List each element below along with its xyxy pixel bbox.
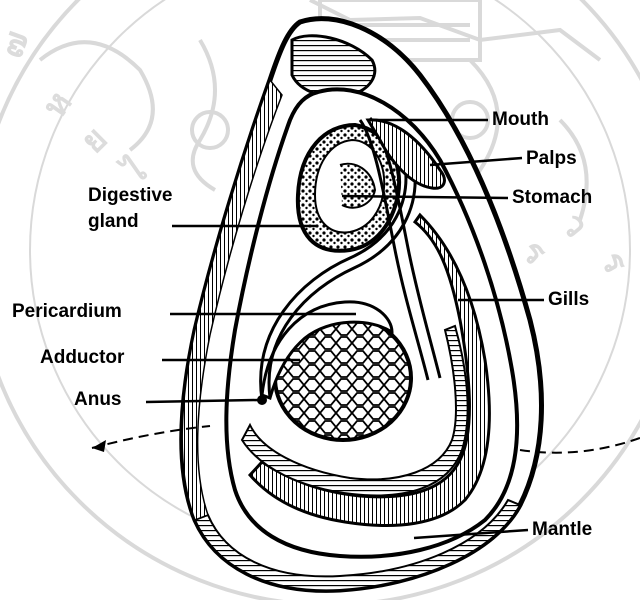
label-gills: Gills: [548, 290, 589, 310]
label-mantle: Mantle: [532, 520, 592, 540]
label-pericardium: Pericardium: [12, 302, 122, 322]
label-digestive-gland-line1: Digestive: [88, 186, 172, 206]
label-anus: Anus: [74, 390, 122, 410]
label-mouth: Mouth: [492, 110, 549, 130]
label-palps: Palps: [526, 149, 577, 169]
label-adductor: Adductor: [40, 348, 124, 368]
label-digestive-gland-line2: gland: [88, 212, 139, 232]
label-stomach: Stomach: [512, 188, 592, 208]
